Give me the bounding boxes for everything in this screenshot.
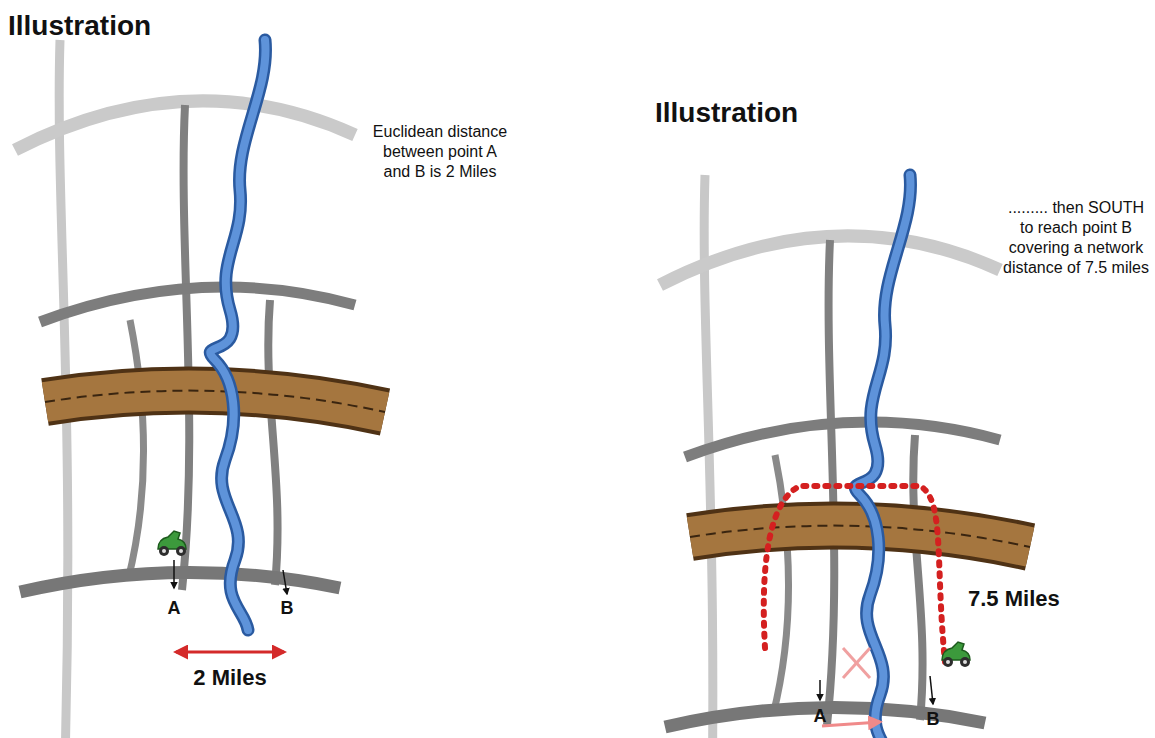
- panel-heading: Illustration: [8, 8, 308, 43]
- car-icon: [158, 531, 186, 556]
- pointer-b: [930, 676, 933, 704]
- pointer-a: [819, 680, 821, 700]
- distance-label: 7.5 Miles: [968, 585, 1078, 613]
- point-label: A: [809, 705, 831, 728]
- pointer-b: [283, 570, 287, 594]
- road-map: [660, 175, 1030, 738]
- point-label: B: [276, 597, 298, 620]
- pointer-a: [173, 560, 175, 588]
- direction-arrow: [822, 722, 880, 726]
- point-label: B: [922, 708, 944, 731]
- network-route: [764, 486, 945, 662]
- distance-arrow: [176, 651, 284, 654]
- road-map: [15, 40, 385, 738]
- distance-label: 2 Miles: [170, 664, 290, 692]
- point-label: A: [163, 597, 185, 620]
- explanation-note: ......... then SOUTH to reach point B co…: [1002, 198, 1150, 278]
- blocked-mark: [843, 648, 870, 678]
- panel-heading: Illustration: [655, 95, 955, 130]
- car-icon: [942, 642, 970, 667]
- explanation-note: Euclidean distance between point A and B…: [370, 122, 510, 182]
